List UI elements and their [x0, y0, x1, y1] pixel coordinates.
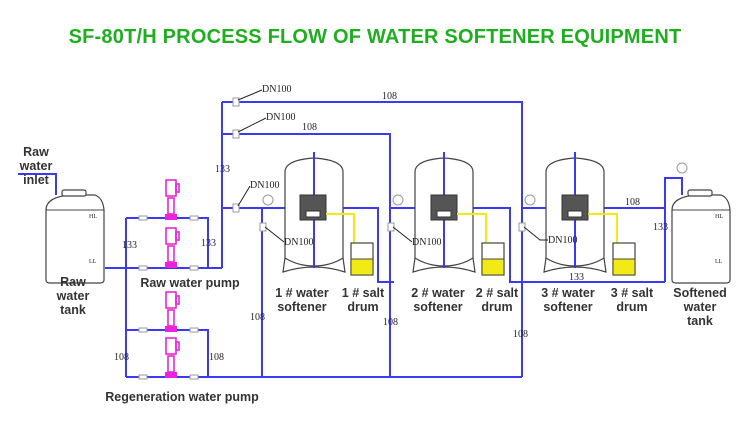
softener-1: DN100	[259, 152, 374, 276]
high-level-label: HL	[89, 214, 97, 220]
regen-water-pump-2[interactable]	[165, 337, 180, 378]
pipe-size-label: 108	[382, 91, 397, 102]
softener-3: DN100	[518, 152, 636, 276]
softened-water-tank-label: tank	[687, 314, 713, 328]
pump-valves	[138, 215, 199, 380]
pipe-size-label: 108	[250, 312, 265, 323]
second-header-pipe	[222, 133, 391, 377]
inlet-valve-icon[interactable]	[232, 203, 240, 213]
pipe-size-label: 108	[209, 352, 224, 363]
valve-icon[interactable]	[138, 327, 148, 333]
raw-water-inlet-label: water	[19, 159, 53, 173]
top-valve-icon[interactable]	[232, 97, 240, 107]
pressure-gauge-icon	[524, 194, 536, 206]
diagram-title: SF-80T/H PROCESS FLOW OF WATER SOFTENER …	[68, 26, 682, 48]
pipe-size-label: 133	[215, 164, 230, 175]
pipe-size-labels: 108 108 133 133 133 108 108 108 108 108 …	[114, 91, 668, 363]
check-valve-icon[interactable]	[189, 374, 199, 380]
pipe-size-label: 133	[201, 238, 216, 249]
salt-drum-2-label: drum	[481, 300, 512, 314]
high-level-label: HL	[715, 214, 723, 220]
salt-drum-1-label: drum	[347, 300, 378, 314]
top-header-pipe	[222, 101, 523, 377]
pipe-size-label: 108	[114, 352, 129, 363]
softener-1-label: softener	[277, 300, 326, 314]
softener-3-label: softener	[543, 300, 592, 314]
pressure-gauge-icon	[262, 194, 274, 206]
regen-pump-loop	[126, 329, 209, 377]
pipe-size-label: 108	[383, 317, 398, 328]
salt-drum-3-label: drum	[616, 300, 647, 314]
softener-2-label: softener	[413, 300, 462, 314]
raw-water-tank-label: water	[56, 289, 90, 303]
header-valves: DN100 DN100 DN100	[232, 84, 295, 213]
raw-water-inlet-label: Raw	[23, 145, 49, 159]
raw-water-pump-2[interactable]	[165, 227, 180, 268]
raw-water-tank-label: Raw	[60, 275, 86, 289]
softened-water-tank-label: water	[683, 300, 717, 314]
softener-3-valve-tag: DN100	[548, 235, 577, 246]
check-valve-icon[interactable]	[189, 215, 199, 221]
valve-icon[interactable]	[138, 265, 148, 271]
regeneration-water-pump-label: Regeneration water pump	[105, 390, 259, 404]
pressure-gauge-icon	[392, 194, 404, 206]
pipe-size-label: 108	[513, 329, 528, 340]
low-level-label: LL	[89, 259, 97, 265]
pipe-size-label: 133	[122, 240, 137, 251]
regen-water-pump-1[interactable]	[165, 291, 180, 332]
softener-1-valve-icon[interactable]	[259, 222, 267, 232]
check-valve-icon[interactable]	[189, 327, 199, 333]
raw-water-inlet-pipe	[18, 173, 57, 195]
product-riser-pipe	[664, 177, 683, 282]
salt-drum-2-label: 2 # salt	[476, 286, 519, 300]
check-valve-icon[interactable]	[189, 265, 199, 271]
pipe-size-label: 108	[625, 197, 640, 208]
salt-drum-1-label: 1 # salt	[342, 286, 385, 300]
softener-3-valve-icon[interactable]	[518, 222, 526, 232]
low-level-label: LL	[715, 259, 723, 265]
raw-pump-loop	[126, 217, 209, 268]
softener-2-valve-tag: DN100	[412, 237, 441, 248]
valve-icon[interactable]	[138, 215, 148, 221]
raw-water-pump-label: Raw water pump	[140, 276, 240, 290]
pipe-size-label: 133	[569, 272, 584, 283]
raw-water-tank-label: tank	[60, 303, 86, 317]
second-valve-tag: DN100	[266, 112, 295, 123]
pump-group	[165, 179, 180, 378]
salt-drum-3-label: 3 # salt	[611, 286, 654, 300]
softener-3-label: 3 # water	[541, 286, 595, 300]
softener-1-valve-tag: DN100	[284, 237, 313, 248]
softener-1-label: 1 # water	[275, 286, 329, 300]
raw-water-tank: HL LL	[45, 189, 105, 284]
second-valve-icon[interactable]	[232, 129, 240, 139]
raw-water-pump-1[interactable]	[165, 179, 180, 220]
softener-2-valve-icon[interactable]	[387, 222, 395, 232]
softener-2: DN100	[387, 152, 505, 276]
valve-icon[interactable]	[138, 374, 148, 380]
pipe-size-label: 108	[302, 122, 317, 133]
top-valve-tag: DN100	[262, 84, 291, 95]
pressure-gauge-icon	[676, 162, 688, 174]
softener-2-label: 2 # water	[411, 286, 465, 300]
softened-water-tank-label: Softened	[673, 286, 726, 300]
raw-water-inlet-label: inlet	[23, 173, 50, 187]
softened-water-tank: HL LL	[671, 189, 731, 284]
inlet-valve-tag: DN100	[250, 180, 279, 191]
pipe-size-label: 133	[653, 222, 668, 233]
equipment-labels: Raw water inlet Raw water tank Raw water…	[19, 145, 727, 404]
